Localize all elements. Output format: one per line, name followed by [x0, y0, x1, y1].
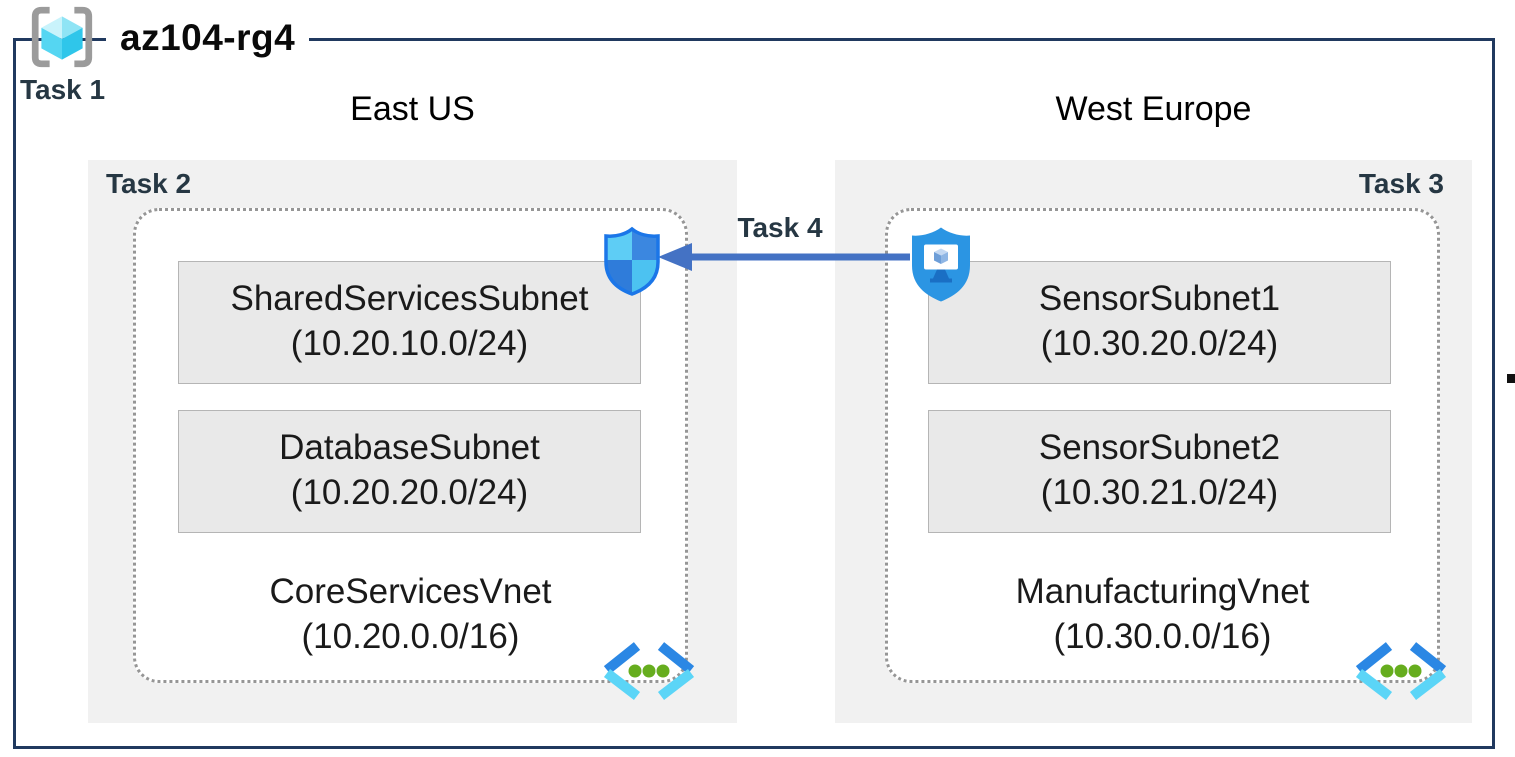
virtual-network-icon — [1355, 642, 1447, 700]
resource-group-frame — [13, 38, 1495, 749]
subnet-database: DatabaseSubnet (10.20.20.0/24) — [178, 410, 641, 533]
vnet-cidr-text: (10.20.0.0/16) — [301, 617, 520, 656]
edge-artifact-dash — [1507, 374, 1515, 383]
resource-group-title: az104-rg4 — [106, 16, 310, 60]
task3-label: Task 3 — [1358, 168, 1444, 199]
subnet-name: DatabaseSubnet — [279, 428, 540, 467]
region-west-europe: Task 3 SensorSubnet1 (10.30.20.0/24) Sen… — [835, 160, 1472, 723]
task2-label: Task 2 — [106, 168, 192, 199]
subnet-name: SharedServicesSubnet — [230, 279, 589, 318]
vnet-name-text: ManufacturingVnet — [1015, 572, 1310, 611]
peering-arrow — [658, 243, 910, 271]
subnet-cidr: (10.20.10.0/24) — [290, 324, 529, 363]
vnet-name-text: CoreServicesVnet — [269, 572, 552, 611]
resource-group-icon — [31, 6, 93, 68]
subnet-name: SensorSubnet2 — [1038, 428, 1281, 467]
subnet-shared-services: SharedServicesSubnet (10.20.10.0/24) — [178, 261, 641, 384]
subnet-cidr: (10.20.20.0/24) — [290, 473, 529, 512]
subnet-cidr: (10.30.20.0/24) — [1040, 324, 1279, 363]
subnet-sensor1: SensorSubnet1 (10.30.20.0/24) — [928, 261, 1391, 384]
region-title-east-us: East US — [350, 90, 475, 128]
bastion-shield-monitor-icon — [912, 227, 970, 302]
subnet-cidr: (10.30.21.0/24) — [1040, 473, 1279, 512]
task1-label: Task 1 — [20, 74, 106, 105]
vnet-label-core-services: CoreServicesVnet (10.20.0.0/16) — [136, 569, 685, 659]
task4-label: Task 4 — [737, 212, 823, 243]
network-security-group-shield-icon — [604, 226, 660, 296]
region-title-west-europe: West Europe — [1055, 90, 1252, 128]
vnet-label-manufacturing: ManufacturingVnet (10.30.0.0/16) — [888, 569, 1437, 659]
subnet-name: SensorSubnet1 — [1038, 279, 1281, 318]
core-services-vnet-boundary: SharedServicesSubnet (10.20.10.0/24) Dat… — [133, 208, 695, 700]
virtual-network-icon — [603, 642, 695, 700]
subnet-sensor2: SensorSubnet2 (10.30.21.0/24) — [928, 410, 1391, 533]
manufacturing-vnet-boundary: SensorSubnet1 (10.30.20.0/24) SensorSubn… — [885, 208, 1447, 700]
region-east-us: Task 2 SharedServicesSubnet (10.20.10.0/… — [88, 160, 737, 723]
vnet-cidr-text: (10.30.0.0/16) — [1053, 617, 1272, 656]
